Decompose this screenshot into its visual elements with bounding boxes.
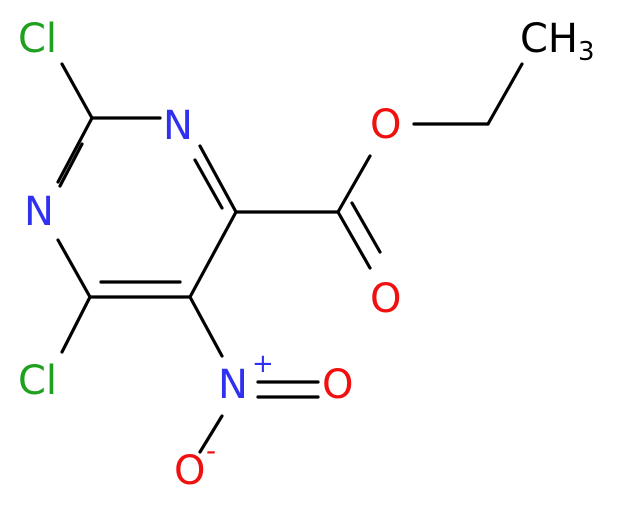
bond-c4-c5 xyxy=(188,210,238,299)
bond-n3-c4-second xyxy=(193,158,224,210)
atom-o-nitro-minus: O xyxy=(174,448,205,494)
bond-cacyl-oester xyxy=(336,154,372,214)
bond-nnitro-ominus xyxy=(198,414,224,454)
atom-labels: Cl N N Cl O O CH3 N + O O - xyxy=(18,16,595,494)
atom-ch3-main: CH xyxy=(520,16,578,62)
bonds xyxy=(56,62,524,454)
bond-c2-n1-second xyxy=(58,142,84,188)
atom-ch3-subscript: 3 xyxy=(578,37,595,67)
bond-cl-c2 xyxy=(60,62,94,120)
bond-c5-nnitro xyxy=(188,295,224,358)
atom-o-carbonyl: O xyxy=(370,276,401,322)
atom-n-nitro-charge: + xyxy=(252,349,274,379)
atom-n-ring-top: N xyxy=(163,103,193,149)
atom-o-nitro-minus-charge: - xyxy=(206,434,216,467)
bond-n3-c4 xyxy=(198,144,238,214)
atom-o-ester: O xyxy=(370,102,401,148)
bond-cacyl-ocarbonyl xyxy=(336,210,372,270)
atom-cl-bottom: Cl xyxy=(18,358,57,404)
bond-c2-n1 xyxy=(56,116,94,184)
atom-o-nitro-double: O xyxy=(322,362,353,408)
atom-ch3: CH3 xyxy=(520,16,595,67)
atom-n-nitro: N xyxy=(218,362,248,408)
bond-c6-n1 xyxy=(56,238,92,299)
bond-ch2-ch3 xyxy=(486,62,524,126)
atom-cl-top: Cl xyxy=(18,16,57,62)
bond-cacyl-ocarbonyl-second xyxy=(350,201,382,254)
atom-n-ring-left: N xyxy=(24,189,54,235)
bond-c6-cl xyxy=(60,295,92,354)
